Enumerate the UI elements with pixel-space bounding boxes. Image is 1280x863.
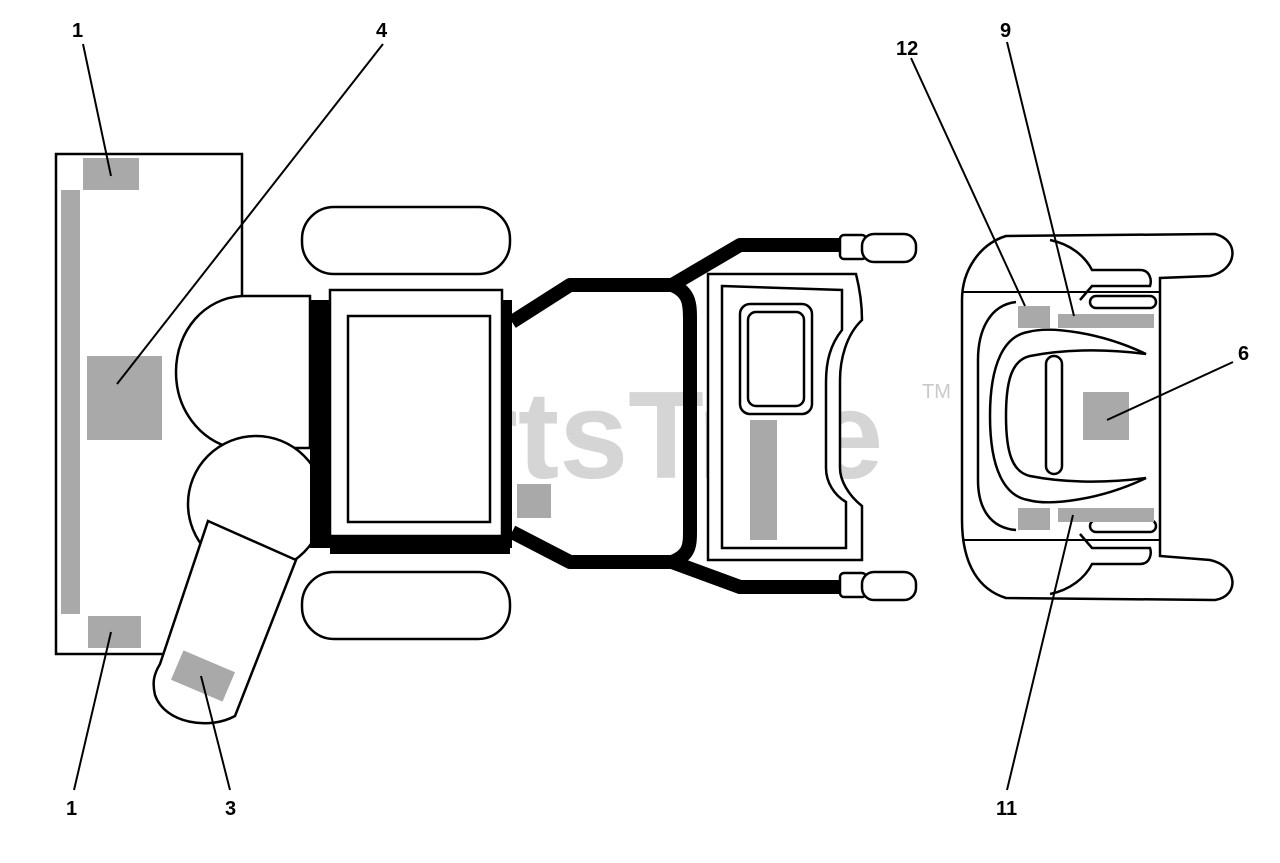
leader-1-bottom [73,631,112,791]
chute-base [174,294,312,450]
decal-11-left [1018,508,1050,530]
control-panel [706,272,864,562]
decal-3 [170,650,236,702]
dash-inner [720,284,848,550]
decal-12 [1018,306,1050,328]
decal-dash [750,420,777,540]
callout-11: 11 [996,798,1017,820]
decal-11 [1058,508,1154,522]
leader-4 [116,43,384,385]
leader-3 [200,675,231,791]
rear-bracket-bottom [1049,533,1152,596]
leader-1-top [82,43,112,177]
leader-12 [910,57,1026,307]
callout-3: 3 [225,798,236,820]
leader-lines [73,41,1234,791]
rear-panel-left [976,300,1017,532]
frame-bar-left [310,300,330,548]
dash-window-inner [746,310,806,408]
engine-cover [346,314,492,524]
callout-6: 6 [1238,343,1249,365]
rear-console [988,328,1147,504]
decal-6 [1083,392,1129,440]
engine-frame [310,288,551,554]
leader-9 [1006,41,1075,317]
handle-frame [508,232,918,602]
leader-11 [1006,514,1074,791]
frame-bar-bottom [330,536,510,554]
rear-view [960,232,1234,602]
rear-slot [1044,354,1064,476]
callout-1-bottom: 1 [66,798,77,820]
leader-6 [1106,361,1234,421]
watermark-trademark: TM [922,381,951,403]
handle-tube-cross [668,278,697,569]
decal-engine [517,484,551,518]
grip-bottom [860,570,918,602]
decal-9 [1058,314,1154,328]
decal-1-bottom [88,616,141,648]
decal-strip [61,190,80,614]
callout-1-top: 1 [72,20,83,42]
callout-12: 12 [896,38,918,60]
decal-4 [87,356,162,440]
auger-housing [54,152,244,656]
wheel-bottom [300,570,512,641]
grip-top [860,232,918,264]
callout-9: 9 [1000,20,1011,42]
callout-4: 4 [376,20,388,42]
wheel-top [300,205,512,276]
rear-handle-top [1088,294,1158,310]
rear-bracket-top [1049,238,1152,301]
callouts: 1 4 12 9 6 1 3 11 [66,20,1249,820]
